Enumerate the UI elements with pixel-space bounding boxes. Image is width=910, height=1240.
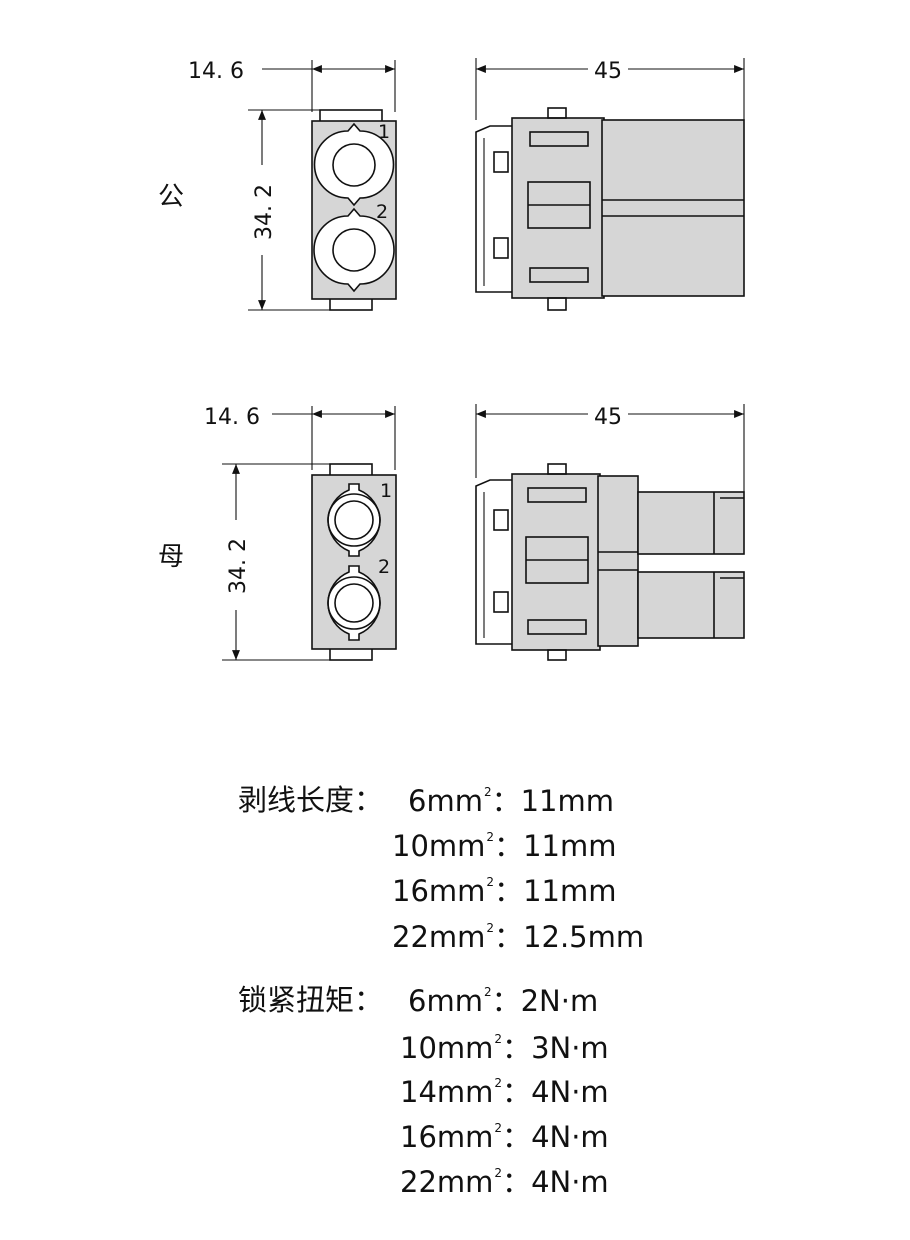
strip-length-heading: 剥线长度：	[238, 783, 384, 817]
female-length-dim: 45	[594, 405, 622, 430]
male-cavity-1	[313, 122, 395, 207]
female-label: 母	[158, 542, 184, 572]
torque-row-5: 22mm2：4N·m	[400, 1165, 609, 1199]
male-pin-2: 2	[376, 201, 388, 223]
male-height-dim: 34. 2	[252, 184, 277, 240]
strip-row-1: 6mm2：11mm	[408, 784, 615, 818]
female-width-dim: 14. 6	[204, 405, 260, 430]
male-pin-1: 1	[378, 121, 390, 143]
male-side-view: 45	[475, 56, 745, 311]
female-height-dim: 34. 2	[226, 538, 251, 594]
torque-row-3: 14mm2：4N·m	[400, 1075, 609, 1109]
strip-row-2: 10mm2：11mm	[392, 829, 617, 863]
female-side-view: 45	[475, 401, 745, 661]
male-label: 公	[158, 182, 184, 212]
strip-row-3: 16mm2：11mm	[392, 874, 617, 908]
female-front-view: 14. 6 34. 2 母 1 2	[158, 405, 397, 661]
torque-row-2: 10mm2：3N·m	[400, 1031, 609, 1065]
torque-row-4: 16mm2：4N·m	[400, 1120, 609, 1154]
torque-heading: 锁紧扭矩：	[238, 983, 384, 1017]
male-length-dim: 45	[594, 59, 622, 84]
torque-row-1: 6mm2：2N·m	[408, 984, 599, 1018]
male-width-dim: 14. 6	[188, 59, 244, 84]
male-front-view: 14. 6 34. 2 公 1 2	[158, 59, 397, 311]
male-cavity-2	[313, 207, 395, 293]
strip-row-4: 22mm2：12.5mm	[392, 920, 645, 954]
technical-drawing: 14. 6 34. 2 公 1 2 45	[158, 56, 745, 661]
female-pin-1: 1	[380, 480, 392, 502]
female-pin-2: 2	[378, 556, 390, 578]
